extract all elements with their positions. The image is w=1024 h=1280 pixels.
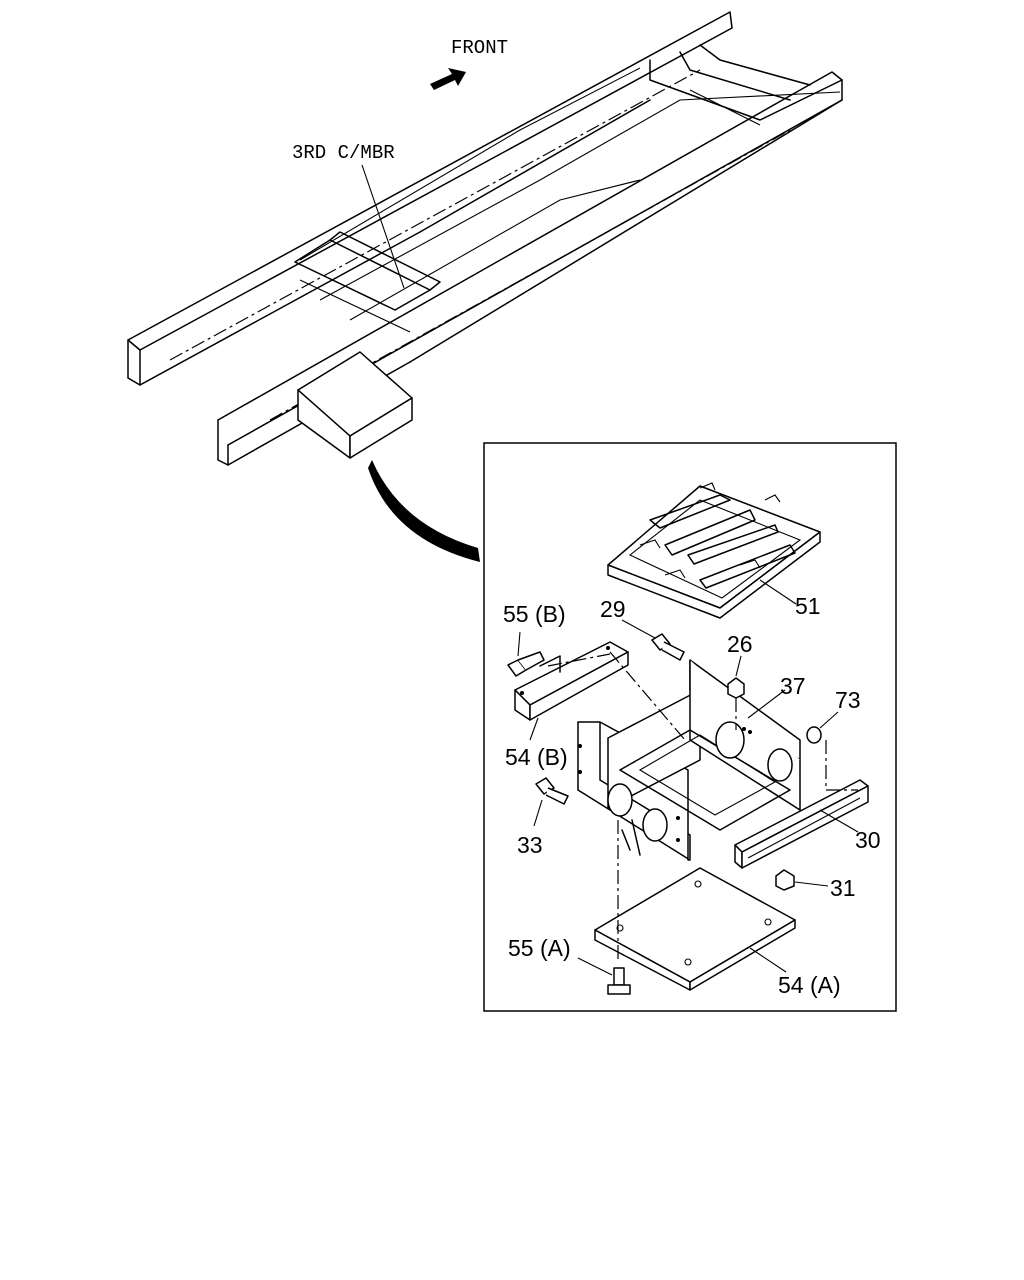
leader-33 [533, 799, 543, 827]
assembly-lines [547, 651, 858, 960]
leader-29 [621, 619, 656, 639]
label-29: 29 [600, 596, 626, 622]
leader-26 [735, 655, 742, 677]
part-31-nut [775, 869, 795, 891]
label-33: 33 [517, 832, 543, 858]
chassis-frame [127, 11, 843, 466]
part-54a-plate [594, 867, 796, 991]
front-label: FRONT [451, 37, 508, 59]
part-55a-bolt [607, 967, 631, 995]
part-54b-bracket [514, 641, 629, 721]
detail-frame [483, 442, 897, 1012]
part-37-bracket [577, 659, 801, 861]
label-30: 30 [855, 827, 881, 853]
part-73-clip [806, 726, 822, 744]
leader-73 [819, 711, 839, 729]
battery-box-block [297, 351, 413, 459]
third-cross-member-label: 3RD C/MBR [292, 142, 395, 164]
leader-31 [794, 881, 829, 887]
label-54b: 54 (B) [505, 744, 568, 770]
leader-30 [819, 809, 859, 833]
detail-pointer [368, 460, 480, 562]
front-arrow-icon [430, 68, 466, 90]
part-30-rail [734, 779, 869, 869]
part-33-bolt [535, 777, 569, 805]
leader-37 [747, 689, 786, 719]
part-55b-bolt [507, 651, 545, 677]
label-54a: 54 (A) [778, 972, 841, 998]
leader-55a [577, 957, 613, 976]
leader-55b [517, 631, 521, 657]
leader-51 [759, 579, 797, 605]
label-31: 31 [830, 875, 856, 901]
label-51: 51 [795, 593, 821, 619]
label-55a: 55 (A) [508, 935, 571, 961]
label-73: 73 [835, 687, 861, 713]
label-55b: 55 (B) [503, 601, 566, 627]
part-29-bolt [651, 633, 685, 661]
part-51-cover [607, 482, 821, 619]
label-26: 26 [727, 631, 753, 657]
leader-54b [529, 717, 539, 741]
leader-54a [749, 947, 787, 973]
label-37: 37 [780, 673, 806, 699]
part-26-nut [727, 677, 745, 699]
third-cross-member-leader [361, 164, 405, 289]
